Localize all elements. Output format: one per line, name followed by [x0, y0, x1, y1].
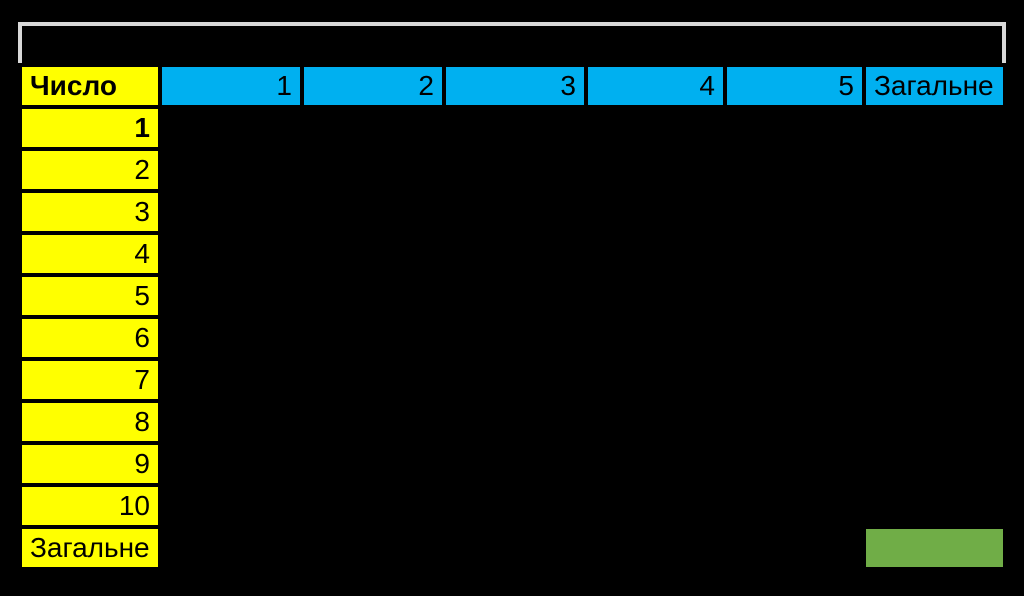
data-cell[interactable]	[723, 231, 866, 277]
data-cell[interactable]	[300, 315, 446, 361]
data-cell[interactable]	[158, 315, 304, 361]
data-cell[interactable]	[442, 357, 588, 403]
data-cell[interactable]	[584, 147, 727, 193]
data-cell[interactable]	[723, 441, 866, 487]
data-cell[interactable]	[442, 399, 588, 445]
column-header-cell-4[interactable]: 4	[584, 63, 727, 109]
row-label-cell-7[interactable]: 7	[18, 357, 162, 403]
grand-total-cell[interactable]	[862, 525, 1007, 571]
column-header-cell-2[interactable]: 2	[300, 63, 446, 109]
data-cell[interactable]	[300, 525, 446, 571]
data-cell[interactable]	[158, 105, 304, 151]
data-cell[interactable]	[723, 315, 866, 361]
data-cell[interactable]	[723, 273, 866, 319]
data-cell[interactable]	[158, 147, 304, 193]
data-cell[interactable]	[584, 189, 727, 235]
table-row: 4	[18, 231, 1007, 277]
data-cell[interactable]	[300, 273, 446, 319]
data-cell[interactable]	[158, 441, 304, 487]
data-cell[interactable]	[862, 483, 1007, 529]
data-cell[interactable]	[584, 105, 727, 151]
table-row: 6	[18, 315, 1007, 361]
table-row: 10	[18, 483, 1007, 529]
data-cell[interactable]	[723, 399, 866, 445]
table-row: 3	[18, 189, 1007, 235]
data-cell[interactable]	[584, 399, 727, 445]
data-cell[interactable]	[158, 525, 304, 571]
total-row: Загальне	[18, 525, 1007, 571]
data-cell[interactable]	[862, 273, 1007, 319]
data-cell[interactable]	[584, 273, 727, 319]
data-cell[interactable]	[158, 273, 304, 319]
data-cell[interactable]	[862, 231, 1007, 277]
data-cell[interactable]	[300, 189, 446, 235]
data-cell[interactable]	[158, 483, 304, 529]
column-header-cell-total[interactable]: Загальне	[862, 63, 1007, 109]
table-row: 8	[18, 399, 1007, 445]
column-header-cell-5[interactable]: 5	[723, 63, 866, 109]
data-cell[interactable]	[442, 105, 588, 151]
data-cell[interactable]	[723, 483, 866, 529]
row-label-cell-1[interactable]: 1	[18, 105, 162, 151]
total-row-label-cell[interactable]: Загальне	[18, 525, 162, 571]
data-cell[interactable]	[862, 399, 1007, 445]
data-cell[interactable]	[584, 441, 727, 487]
data-cell[interactable]	[442, 525, 588, 571]
data-cell[interactable]	[158, 399, 304, 445]
data-cell[interactable]	[300, 231, 446, 277]
data-cell[interactable]	[723, 357, 866, 403]
data-cell[interactable]	[584, 231, 727, 277]
data-cell[interactable]	[442, 441, 588, 487]
data-cell[interactable]	[442, 315, 588, 361]
table-row: 9	[18, 441, 1007, 487]
data-cell[interactable]	[300, 147, 446, 193]
data-cell[interactable]	[300, 105, 446, 151]
data-cell[interactable]	[300, 357, 446, 403]
data-cell[interactable]	[862, 105, 1007, 151]
row-label-cell-6[interactable]: 6	[18, 315, 162, 361]
data-cell[interactable]	[442, 483, 588, 529]
table-row: 7	[18, 357, 1007, 403]
data-cell[interactable]	[300, 441, 446, 487]
data-cell[interactable]	[584, 315, 727, 361]
table-row: 1	[18, 105, 1007, 151]
corner-header-cell[interactable]: Число	[18, 63, 162, 109]
data-cell[interactable]	[300, 399, 446, 445]
data-cell[interactable]	[723, 525, 866, 571]
row-label-cell-3[interactable]: 3	[18, 189, 162, 235]
data-cell[interactable]	[723, 189, 866, 235]
data-cell[interactable]	[158, 357, 304, 403]
row-label-cell-9[interactable]: 9	[18, 441, 162, 487]
data-cell[interactable]	[158, 231, 304, 277]
column-header-cell-3[interactable]: 3	[442, 63, 588, 109]
data-cell[interactable]	[442, 231, 588, 277]
data-cell[interactable]	[862, 357, 1007, 403]
data-cell[interactable]	[442, 147, 588, 193]
data-cell[interactable]	[862, 315, 1007, 361]
data-cell[interactable]	[723, 147, 866, 193]
data-cell[interactable]	[862, 441, 1007, 487]
row-label-cell-10[interactable]: 10	[18, 483, 162, 529]
data-cell[interactable]	[300, 483, 446, 529]
data-cell[interactable]	[584, 525, 727, 571]
data-cell[interactable]	[584, 357, 727, 403]
table-row: 5	[18, 273, 1007, 319]
table-row: 2	[18, 147, 1007, 193]
title-box[interactable]	[18, 22, 1006, 63]
data-cell[interactable]	[723, 105, 866, 151]
row-label-cell-4[interactable]: 4	[18, 231, 162, 277]
header-row: Число 1 2 3 4 5 Загальне	[18, 63, 1007, 109]
data-cell[interactable]	[158, 189, 304, 235]
data-cell[interactable]	[584, 483, 727, 529]
data-cell[interactable]	[862, 147, 1007, 193]
data-cell[interactable]	[862, 189, 1007, 235]
row-label-cell-5[interactable]: 5	[18, 273, 162, 319]
row-label-cell-2[interactable]: 2	[18, 147, 162, 193]
column-header-cell-1[interactable]: 1	[158, 63, 304, 109]
data-cell[interactable]	[442, 273, 588, 319]
data-cell[interactable]	[442, 189, 588, 235]
row-label-cell-8[interactable]: 8	[18, 399, 162, 445]
